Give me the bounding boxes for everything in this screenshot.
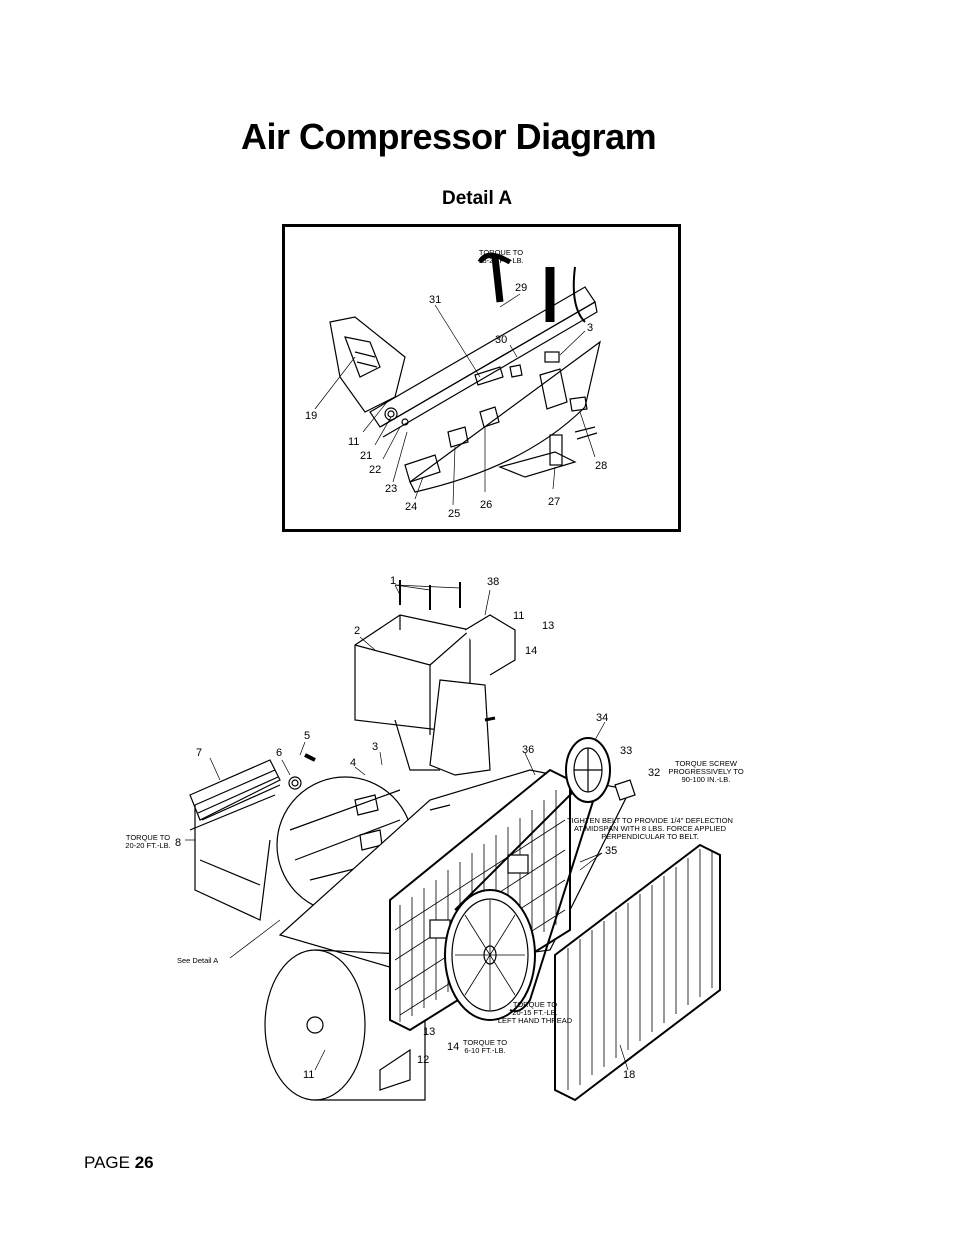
- callout-14-bottom: 14: [447, 1041, 459, 1053]
- torque-note-32-line3: 90-100 IN.-LB.: [682, 775, 731, 784]
- torque-note-pulley-line3: LEFT HAND THREAD: [498, 1016, 573, 1025]
- torque-note-pulley-line1: TORQUE TO: [513, 1000, 557, 1009]
- callout-3: 3: [587, 322, 593, 334]
- callout-34: 34: [596, 712, 608, 724]
- page-number-footer: PAGE 26: [84, 1153, 154, 1173]
- callout-26: 26: [480, 499, 492, 511]
- callout-31: 31: [429, 294, 441, 306]
- belt-note-line3: PERPENDICULAR TO BELT.: [601, 832, 699, 841]
- see-detail-a-label: See Detail A: [177, 956, 218, 965]
- callout-36: 36: [522, 744, 534, 756]
- callout-21: 21: [360, 450, 372, 462]
- callout-8: 8: [175, 837, 181, 849]
- detail-a-drawing: TORQUE TO 18-22 FT.-LB. 31 29 30 3 19 11…: [305, 248, 607, 520]
- callout-28: 28: [595, 460, 607, 472]
- torque-note-8-line2: 20-20 FT.-LB.: [125, 841, 170, 850]
- torque-note-29-line1: TORQUE TO: [479, 248, 523, 257]
- main-exploded-diagram: 1 38 11 13 14 2 34 5 7 6 3 4 36 33 32 8 …: [110, 570, 810, 1110]
- callout-27: 27: [548, 496, 560, 508]
- callout-32: 32: [648, 767, 660, 779]
- callout-3: 3: [372, 741, 378, 753]
- callout-19: 19: [305, 410, 317, 422]
- callout-18: 18: [623, 1069, 635, 1081]
- torque-note-32-line2: PROGRESSIVELY TO: [668, 767, 743, 776]
- torque-note-14-line2: 6-10 FT.-LB.: [464, 1046, 505, 1055]
- callout-25: 25: [448, 508, 460, 520]
- detail-a-box: TORQUE TO 18-22 FT.-LB. 31 29 30 3 19 11…: [282, 224, 681, 532]
- belt-note-line1: TIGHTEN BELT TO PROVIDE 1/4" DEFLECTION: [567, 816, 733, 825]
- callout-23: 23: [385, 483, 397, 495]
- torque-note-8-line1: TORQUE TO: [126, 833, 170, 842]
- callout-4: 4: [350, 757, 356, 769]
- page-label: PAGE: [84, 1153, 130, 1172]
- torque-note-pulley-line2: 20-15 FT.-LB.: [512, 1008, 557, 1017]
- callout-30: 30: [495, 334, 507, 346]
- page-number: 26: [134, 1153, 154, 1172]
- callout-12: 12: [417, 1054, 429, 1066]
- callout-29: 29: [515, 282, 527, 294]
- callout-35: 35: [605, 845, 617, 857]
- detail-a-heading: Detail A: [442, 188, 513, 209]
- callout-7: 7: [196, 747, 202, 759]
- torque-note-14-line1: TORQUE TO: [463, 1038, 507, 1047]
- torque-note-29-line2: 18-22 FT.-LB.: [478, 256, 523, 265]
- callout-11: 11: [348, 436, 359, 448]
- callout-14-top: 14: [525, 645, 537, 657]
- callout-22: 22: [369, 464, 381, 476]
- callout-1: 1: [390, 575, 396, 587]
- callout-2: 2: [354, 625, 360, 637]
- main-drawing: 1 38 11 13 14 2 34 5 7 6 3 4 36 33 32 8 …: [125, 575, 744, 1102]
- callout-11-top: 11: [513, 610, 524, 622]
- callout-24: 24: [405, 501, 417, 513]
- torque-note-32-line1: TORQUE SCREW: [675, 759, 738, 768]
- callout-33: 33: [620, 745, 632, 757]
- callout-13-bottom: 13: [423, 1026, 435, 1038]
- callout-11-bottom: 11: [303, 1069, 314, 1081]
- callout-13-top: 13: [542, 620, 554, 632]
- belt-note-line2: AT MIDSPAN WITH 8 LBS. FORCE APPLIED: [574, 824, 727, 833]
- callout-5: 5: [304, 730, 310, 742]
- callout-6: 6: [276, 747, 282, 759]
- callout-38: 38: [487, 576, 499, 588]
- page-title: Air Compressor Diagram: [241, 116, 657, 157]
